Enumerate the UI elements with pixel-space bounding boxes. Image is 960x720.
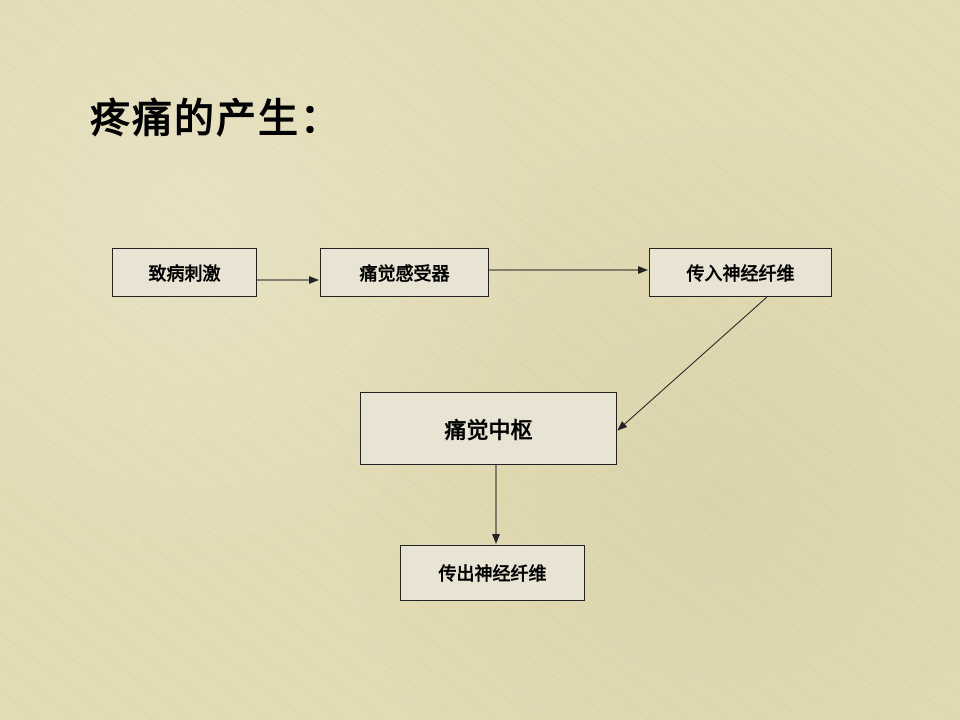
node-pain-center: 痛觉中枢: [360, 392, 617, 465]
node-afferent-fiber-label: 传入神经纤维: [686, 263, 795, 285]
arrow-afferent-to-center: [617, 296, 768, 431]
node-stimulus: 致病刺激: [112, 248, 257, 297]
node-pain-center-label: 痛觉中枢: [444, 418, 533, 444]
page-title: 疼痛的产生：: [90, 96, 342, 142]
node-efferent-fiber-label: 传出神经纤维: [438, 564, 547, 585]
node-afferent-fiber: 传入神经纤维: [649, 248, 832, 297]
node-efferent-fiber: 传出神经纤维: [400, 545, 585, 601]
node-stimulus-label: 致病刺激: [148, 263, 221, 285]
node-pain-receptor: 痛觉感受器: [320, 248, 489, 297]
node-pain-receptor-label: 痛觉感受器: [359, 263, 450, 285]
